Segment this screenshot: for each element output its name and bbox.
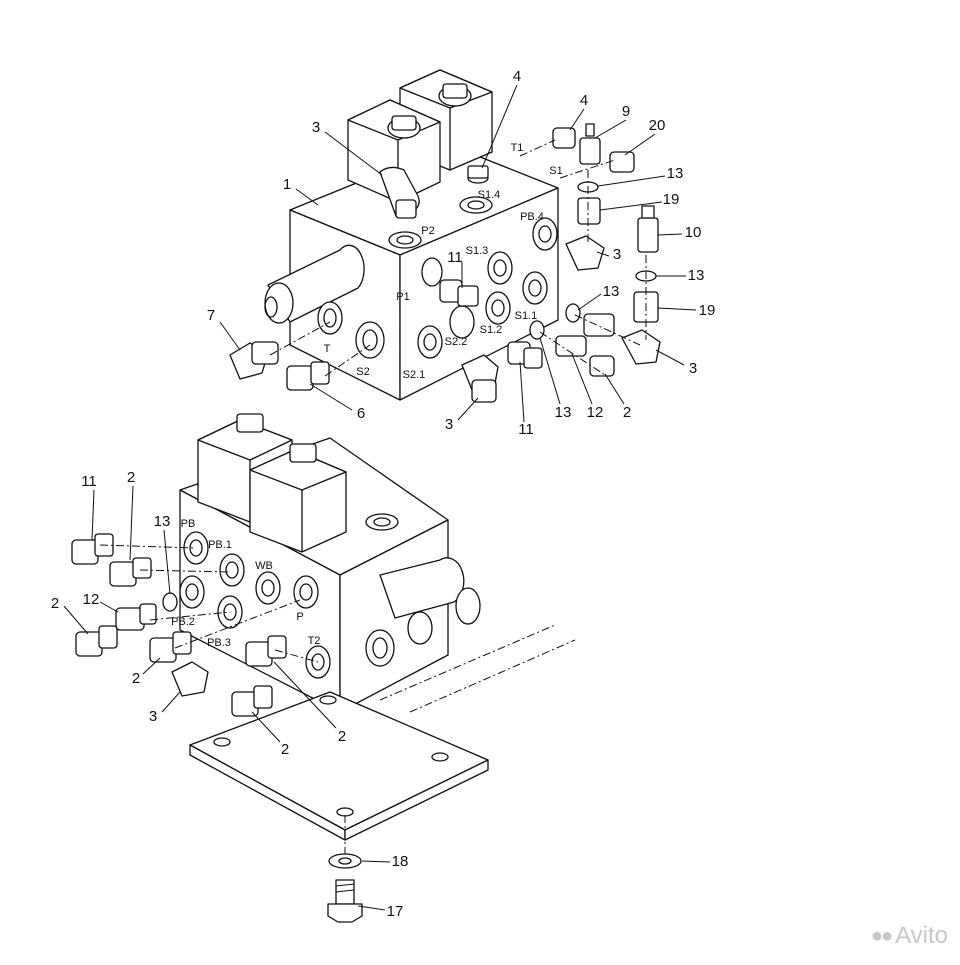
port-label-s1-4: S1.4	[478, 189, 501, 201]
callout-item-20: 20	[649, 117, 666, 134]
callout-item-13: 13	[555, 404, 572, 421]
port-label-pb-4: PB.4	[520, 211, 544, 223]
callout-item-3: 3	[445, 416, 453, 433]
port-label-t1: T1	[511, 142, 524, 154]
watermark-text: Avito	[895, 922, 948, 949]
callout-item-13: 13	[667, 165, 684, 182]
callout-item-2: 2	[127, 469, 135, 486]
callout-item-4: 4	[580, 92, 588, 109]
callout-item-19: 19	[699, 302, 716, 319]
callout-item-12: 12	[587, 404, 604, 421]
callout-item-1: 1	[283, 176, 291, 193]
callout-item-13: 13	[154, 513, 171, 530]
callout-item-13: 13	[603, 283, 620, 300]
port-label-s1: S1	[549, 165, 562, 177]
solenoid-coil-lower-front	[249, 443, 347, 553]
port-label-s1-1: S1.1	[515, 310, 538, 322]
upper-fittings	[229, 123, 661, 403]
callout-item-11: 11	[518, 421, 534, 438]
callout-item-2: 2	[623, 404, 631, 421]
left-pilot-cylinder	[264, 244, 365, 324]
port-label-s2-2: S2.2	[445, 336, 468, 348]
callout-item-6: 6	[357, 405, 365, 422]
callout-item-13: 13	[688, 267, 705, 284]
port-label-p: P	[296, 611, 303, 623]
callout-item-11: 11	[81, 473, 97, 490]
port-label-p1: P1	[396, 291, 409, 303]
port-label-t2: T2	[308, 635, 321, 647]
callout-item-11: 11	[447, 249, 463, 266]
port-label-wb: WB	[255, 560, 273, 572]
callout-item-12: 12	[83, 591, 100, 608]
port-label-pb-2: PB.2	[171, 616, 195, 628]
washer-item-18	[328, 853, 362, 869]
leader-lines	[63, 84, 697, 911]
port-label-pb-1: PB.1	[208, 539, 232, 551]
port-label-s2: S2	[356, 366, 369, 378]
port-label-pb-3: PB.3	[207, 637, 231, 649]
callout-item-19: 19	[663, 191, 680, 208]
watermark: ●● Avito	[871, 922, 948, 950]
solenoid-coil-front	[347, 99, 441, 203]
callout-item-4: 4	[513, 68, 521, 85]
port-label-s1-3: S1.3	[466, 245, 489, 257]
callout-item-10: 10	[685, 224, 702, 241]
bolt-item-17	[327, 879, 363, 923]
port-label-s1-2: S1.2	[480, 324, 503, 336]
callout-item-2: 2	[132, 670, 140, 687]
callout-item-18: 18	[392, 853, 409, 870]
callout-item-2: 2	[51, 595, 59, 612]
port-label-p2: P2	[421, 225, 434, 237]
callout-item-9: 9	[622, 103, 630, 120]
base-plate	[189, 624, 576, 855]
callout-item-7: 7	[207, 307, 215, 324]
callout-item-3: 3	[149, 708, 157, 725]
callout-item-3: 3	[613, 246, 621, 263]
solenoid-coil-rear	[399, 69, 493, 171]
port-labels: P2S1.4T1S1PB.4S1.3P1S1.1S1.2S2.2S2.1TS2P…	[171, 142, 563, 649]
avito-logo-icon: ●●	[870, 924, 893, 947]
port-label-s2-1: S2.1	[403, 369, 426, 381]
callout-item-3: 3	[312, 119, 320, 136]
callout-item-2: 2	[281, 741, 289, 758]
port-label-pb: PB	[181, 518, 196, 530]
callout-item-2: 2	[338, 728, 346, 745]
right-pilot-cylinder	[379, 557, 481, 625]
lower-fittings	[71, 533, 319, 717]
callout-item-17: 17	[387, 903, 404, 920]
upper-valve-block	[264, 69, 559, 401]
callout-item-3: 3	[689, 360, 697, 377]
lower-valve-block	[179, 413, 481, 713]
port-label-t: T	[324, 343, 331, 355]
